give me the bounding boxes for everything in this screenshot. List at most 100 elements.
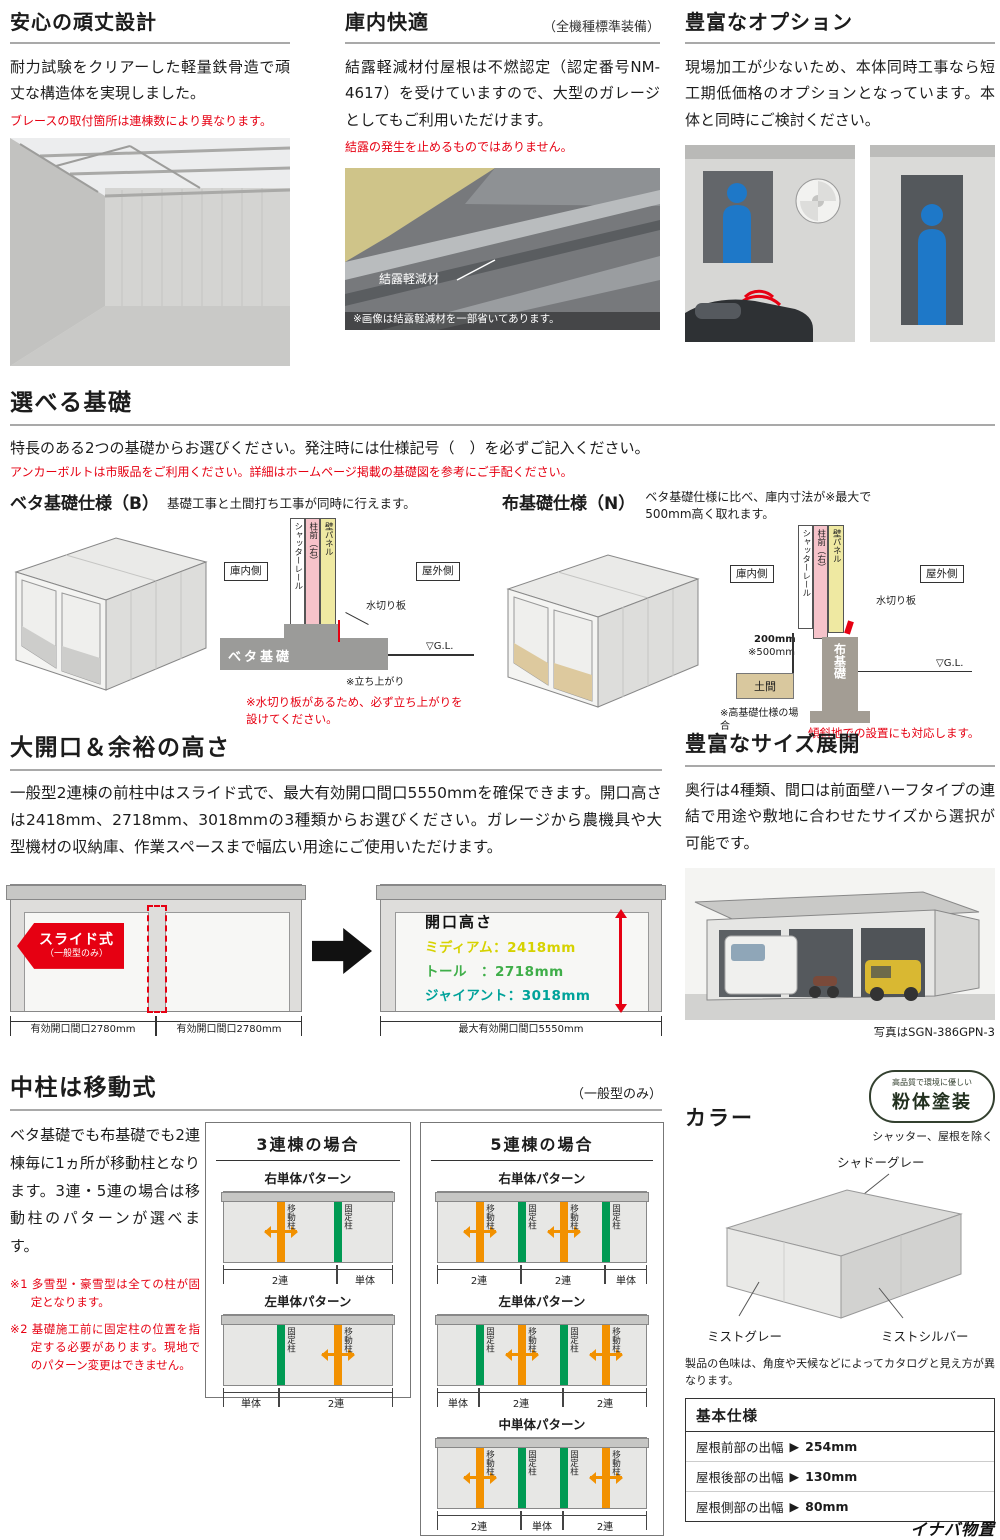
movable-pillar-bar: 移動柱 (505, 1325, 539, 1385)
effective-opening-dim: 有効開口間口2780mm (156, 1016, 302, 1036)
pattern-dimensions: 2連 2連 単体 (437, 1265, 647, 1287)
inside-label: 庫内側 (730, 564, 774, 584)
movable-pillar-bar: 移動柱 (264, 1202, 298, 1262)
nuno-title: 布基礎仕様（N） (502, 494, 636, 515)
spec-row: 屋根前部の出幅 ▶ 254mm (686, 1432, 994, 1461)
move-arrow-icon (321, 1348, 355, 1361)
move-arrow-icon (463, 1225, 497, 1238)
fixed-pillar-bar: 固定柱 (560, 1325, 579, 1385)
mini-roof (435, 1438, 649, 1448)
spec-label: 屋根前部の出幅 (696, 1440, 784, 1455)
beta-cross-section: シャッターレール 柱前（右） 壁パネル 庫内側 屋外側 水切り板 ベタ基礎 ▽G… (220, 518, 482, 726)
sturdy-design-header: 安心の頑丈設計 (10, 6, 290, 44)
condensation-material-label: 結露軽減材 (379, 271, 440, 286)
mini-roof (435, 1192, 649, 1202)
beta-slab-step (284, 624, 340, 641)
wall-panel-strip: 壁パネル (320, 518, 336, 633)
move-arrow-icon (589, 1348, 623, 1361)
garage-roof (376, 885, 666, 900)
nuno-cross-section: シャッターレール 柱前（右） 壁パネル 庫内側 屋外側 水切り板 200mm ※… (712, 524, 980, 740)
pillar-note-2: ※2 基礎施工前に固定柱の位置を指定する必要があります。現地でのパターン変更はで… (10, 1321, 200, 1373)
beta-title: ベタ基礎仕様（B） (10, 494, 159, 515)
section-sturdy-design: 安心の頑丈設計 耐力試験をクリアーした軽量鉄骨造で頑丈な構造体を実現しました。 … (10, 6, 291, 366)
movable-front-pillar-outline (147, 905, 167, 1013)
pattern-name: 左単体パターン (498, 1294, 586, 1309)
beta-red-note: ※水切り板があるため、必ず立ち上がりを設けてください。 (246, 695, 463, 726)
sizes-title: 豊富なサイズ展開 (685, 732, 861, 756)
pattern-name: 右単体パターン (498, 1171, 586, 1186)
options-body: 現場加工が少ないため、本体同時工事なら短工期低価格のオプションとなっています。本… (685, 58, 995, 129)
section-options: 豊富なオプション 現場加工が少ないため、本体同時工事なら短工期低価格のオプション… (685, 6, 995, 342)
move-arrow-icon (505, 1348, 539, 1361)
three-unit-title: 3連棟の場合 (216, 1131, 400, 1161)
sizes-body: 奥行は4種類、間口は前面壁ハーフタイプの連結で用途や敷地に合わせたサイズから選択… (685, 781, 995, 852)
drip-board-marker (844, 620, 854, 635)
pattern-name: 右単体パターン (264, 1171, 352, 1186)
fixed-pillar-bar: 固定柱 (560, 1448, 579, 1508)
beta-content: シャッターレール 柱前（右） 壁パネル 庫内側 屋外側 水切り板 ベタ基礎 ▽G… (10, 518, 490, 726)
three-unit-pattern-box: 3連棟の場合 右単体パターン 移動柱 固定柱 2連 単体 左単体パターン 固定柱… (205, 1122, 411, 1410)
foundation-note: アンカーボルトは市販品をご利用ください。詳細はホームページ掲載の基礎図を参考にご… (10, 465, 573, 480)
options-photo (685, 144, 995, 342)
garage-roof (6, 885, 306, 900)
move-arrow-icon (547, 1225, 581, 1238)
mini-roof (435, 1315, 649, 1325)
movable-pillar-bar: 移動柱 (589, 1448, 623, 1508)
dim-200: 200mm (754, 633, 796, 645)
movable-pillar-bar: 移動柱 (589, 1325, 623, 1385)
spec-row: 屋根側部の出幅 ▶ 80mm (686, 1491, 994, 1521)
nuno-garage-3d-illustration (506, 554, 700, 708)
outside-label: 屋外側 (920, 564, 964, 584)
beta-desc: 基礎工事と土間打ち工事が同時に行えます。 (166, 496, 416, 512)
dim-500: ※500mm (748, 646, 795, 658)
arrow-marker-icon: ▶ (789, 1469, 800, 1484)
foundation-header: 選べる基礎 (10, 383, 995, 426)
rise-marker (338, 620, 340, 643)
gl-label: ▽G.L. (426, 641, 454, 653)
pattern-diagram: 移動柱 固定柱 (221, 1191, 395, 1263)
sgn-photo-caption: 写真はSGN-386GPN-3 (873, 1024, 995, 1039)
powder-coating-badge: 高品質で環境に優しい 粉体塗装 (869, 1070, 995, 1123)
color-shadow-gray-label: シャドーグレー (837, 1155, 925, 1170)
spec-row: 屋根後部の出幅 ▶ 130mm (686, 1461, 994, 1491)
slide-type-label: スライド式 （一般型のみ） (17, 923, 124, 969)
color-title: カラー (685, 1106, 754, 1130)
high-foundation-label: ※高基礎仕様の場合 (720, 707, 799, 732)
nuno-foundation-block-shape: 布基礎 (822, 636, 858, 711)
color-garage-image (689, 1170, 989, 1320)
wall-panel-strip: 壁パネル (828, 524, 844, 633)
ground-line (388, 654, 474, 656)
nuno-foundation-block: 布基礎仕様（N） ベタ基礎仕様に比べ、庫内寸法が※最大で500mm高く取れます。 (502, 489, 995, 740)
pillar-note-1: ※1 多雪型・豪雪型は全ての柱が固定となります。 (10, 1276, 200, 1310)
section-foundation: 選べる基礎 特長のある2つの基礎からお選びください。発注時には仕様記号（ ）を必… (10, 383, 995, 740)
color-section: 高品質で環境に優しい 粉体塗装 カラー シャッター、屋根を除く シャドーグレー … (685, 1068, 995, 1540)
color-mist-silver-label: ミストシルバー (881, 1329, 969, 1344)
dim-line (792, 632, 794, 673)
slide-garage-diagram: スライド式 （一般型のみ） (6, 884, 306, 1013)
movable-pillar-bar: 移動柱 (463, 1448, 497, 1508)
pattern-name: 左単体パターン (264, 1294, 352, 1309)
color-disclaimer: 製品の色味は、角度や天候などによってカタログと見え方が異なります。 (685, 1357, 995, 1387)
drip-board-label: 水切り板 (366, 601, 406, 613)
fixed-pillar-bar: 固定柱 (277, 1325, 296, 1385)
pattern-diagram: 固定柱 移動柱 (221, 1314, 395, 1386)
section-sizes: 豊富なサイズ展開 奥行は4種類、間口は前面壁ハーフタイプの連結で用途や敷地に合わ… (685, 728, 995, 1040)
pillar-text-column: ベタ基礎でも布基礎でも2連棟毎に1ヵ所が移動柱となります。3連・5連の場合は移動… (10, 1122, 200, 1375)
options-title: 豊富なオプション (685, 10, 853, 34)
nuno-desc: ベタ基礎仕様に比べ、庫内寸法が※最大で500mm高く取れます。 (645, 490, 872, 522)
fixed-pillar-bar: 固定柱 (602, 1202, 621, 1262)
beta-foundation-block: ベタ基礎仕様（B） 基礎工事と土間打ち工事が同時に行えます。 (10, 489, 490, 726)
drip-board-leader (345, 612, 369, 626)
comfort-body: 結露軽減材付屋根は不燃認定（認定番号NM-4617）を受けていますので、大型のガ… (345, 58, 660, 129)
front-pillar-strip: 柱前（右） (305, 518, 320, 639)
comfort-title: 庫内快適 (345, 10, 429, 34)
condensation-photo: 結露軽減材 ※画像は結露軽減材を一部省いてあります。 (345, 167, 660, 330)
height-tall: トール ：2718mm (425, 964, 564, 980)
sgn-garage-photo (685, 867, 995, 1020)
foundation-title: 選べる基礎 (10, 390, 133, 416)
slide-garage-dimensions: 有効開口間口2780mm 有効開口間口2780mm (10, 1016, 302, 1036)
mini-roof (221, 1315, 395, 1325)
spec-title: 基本仕様 (686, 1399, 994, 1432)
height-dimension-arrow (614, 909, 627, 1013)
five-unit-title: 5連棟の場合 (431, 1131, 653, 1161)
